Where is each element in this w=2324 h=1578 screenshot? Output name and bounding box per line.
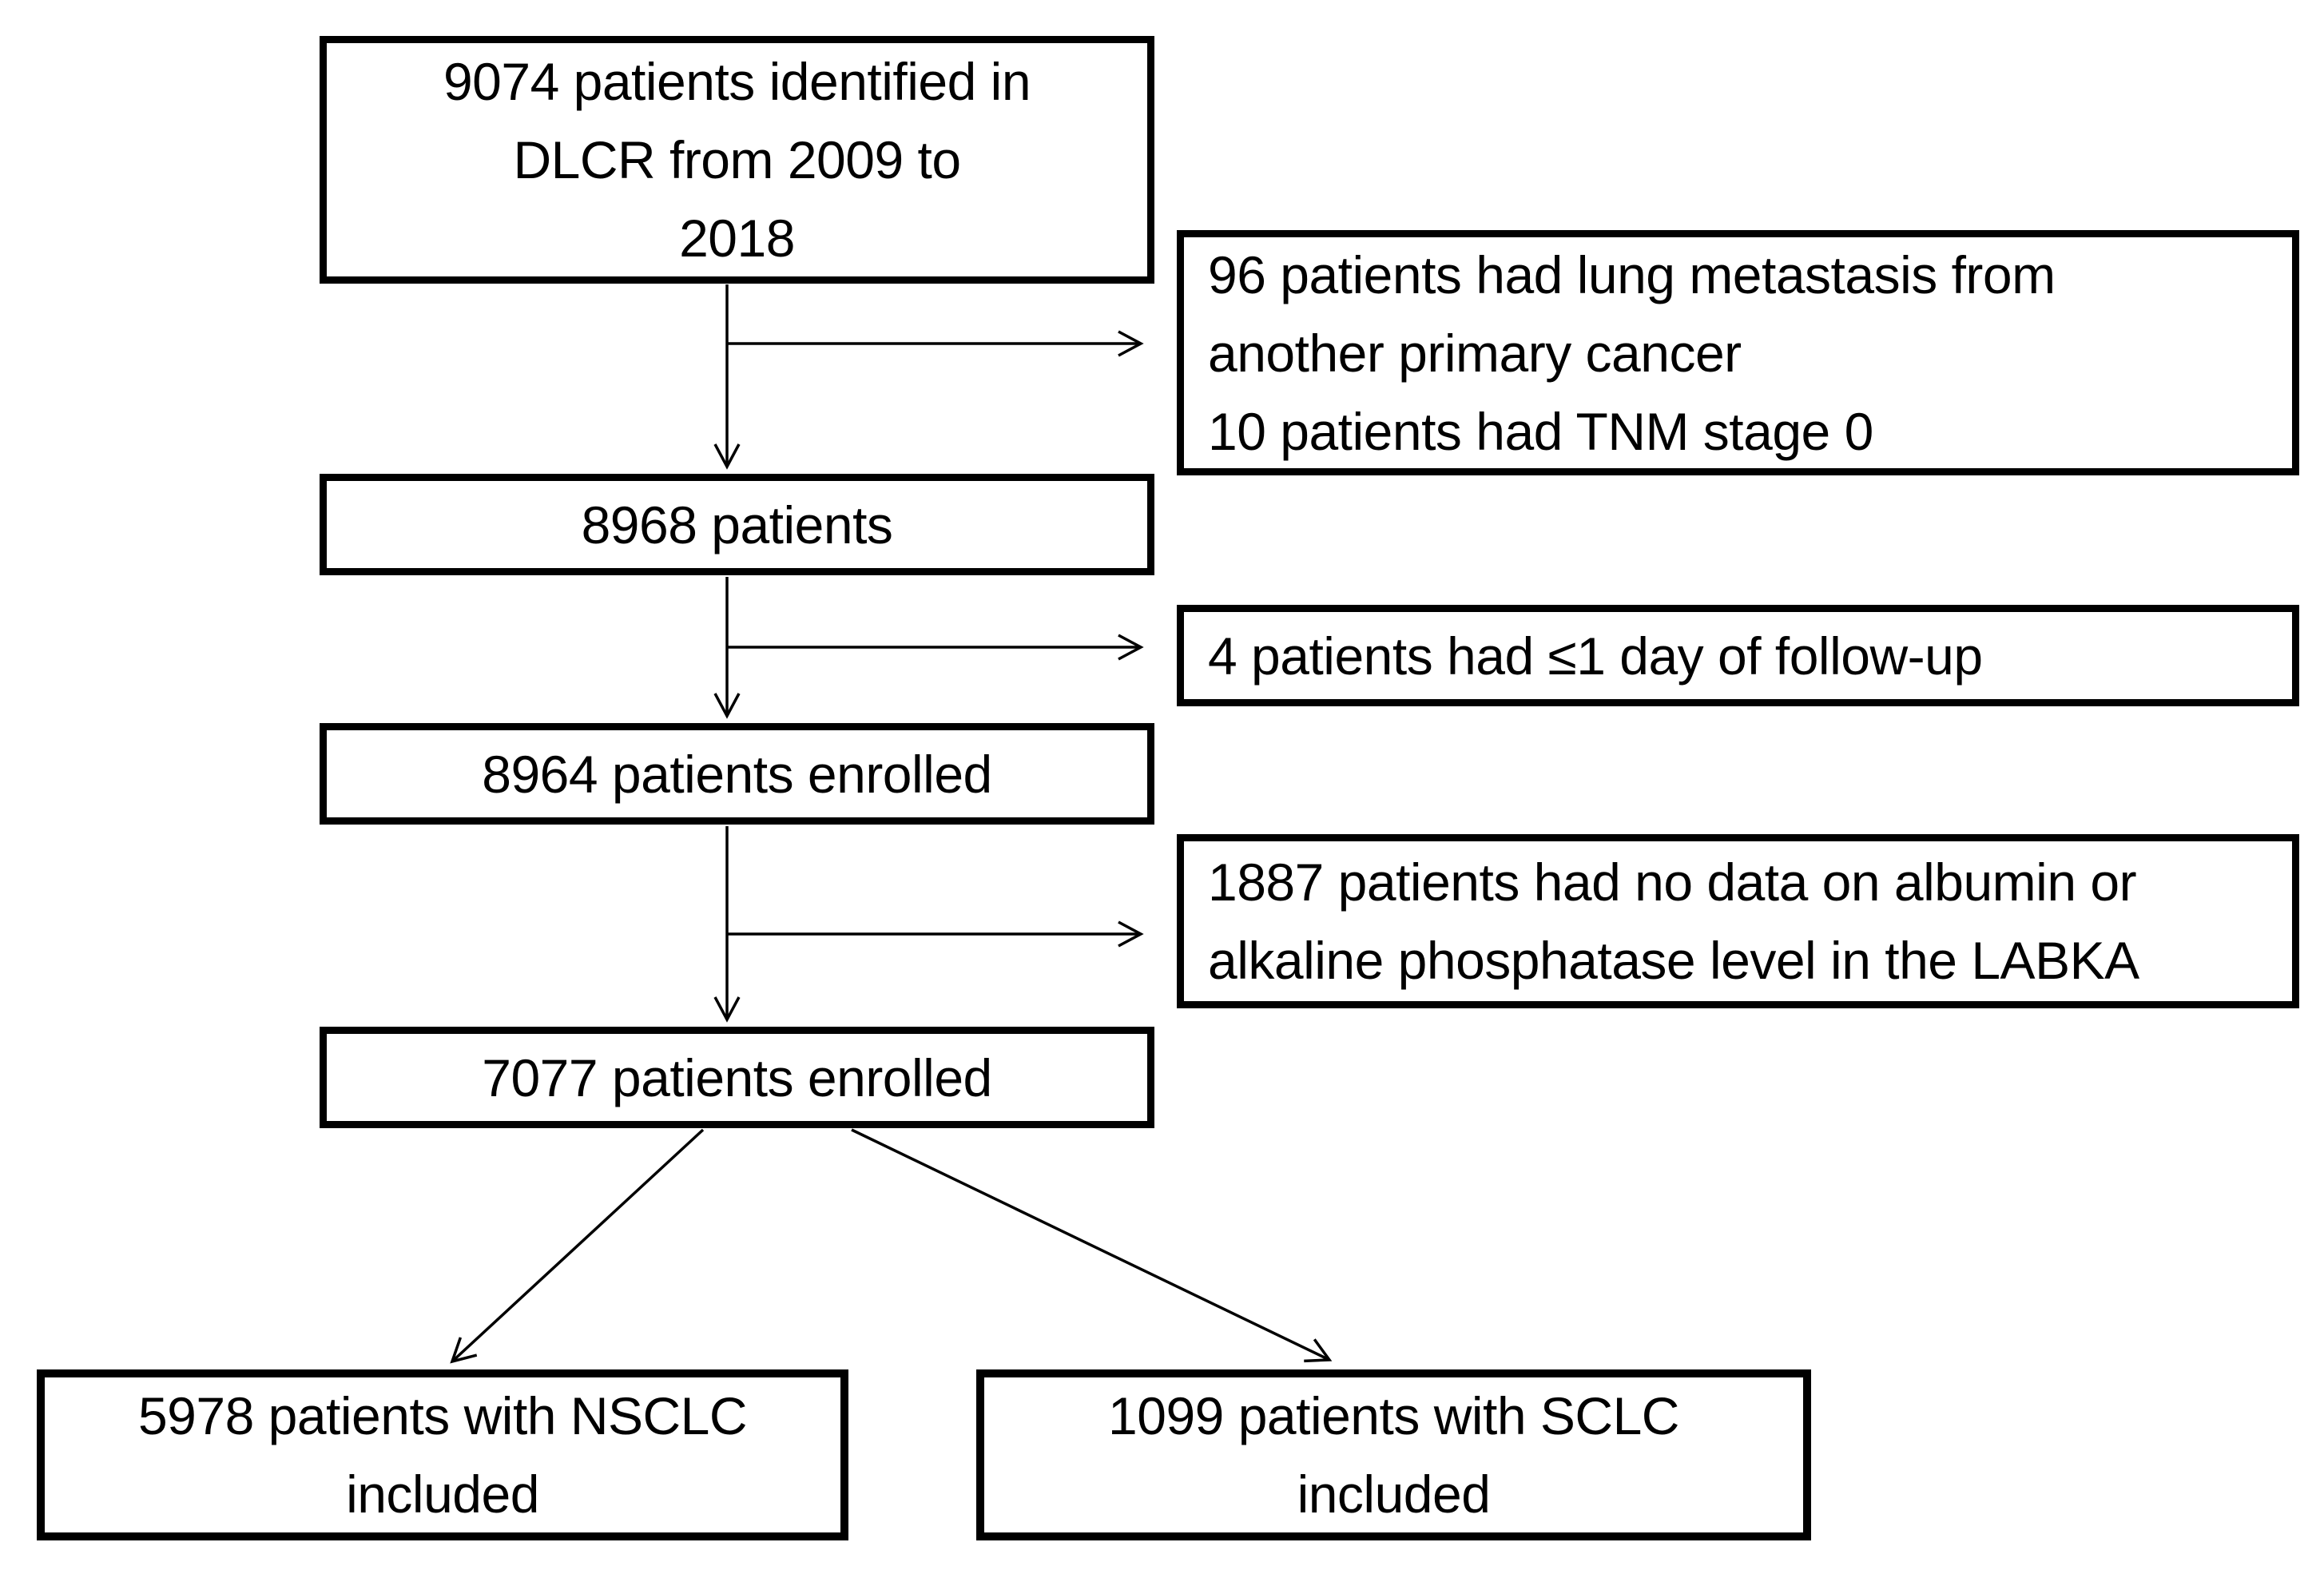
node-excluded-followup-box: 4 patients had ≤1 day of follow-up — [1177, 605, 2299, 706]
node-8968-patients-box: 8968 patients — [320, 474, 1154, 575]
node-excluded-metastasis-text: 96 patients had lung metastasis from ano… — [1208, 244, 2056, 461]
node-excluded-labka-box: 1887 patients had no data on albumin or … — [1177, 834, 2299, 1008]
node-identified-text: 9074 patients identified in DLCR from 20… — [443, 52, 1031, 268]
node-8964-enrolled-box: 8964 patients enrolled — [320, 723, 1154, 825]
node-nsclc-included-text: 5978 patients with NSCLC included — [137, 1386, 748, 1524]
connector-7077-to-nsclc — [450, 1128, 705, 1364]
node-sclc-included-text: 1099 patients with SCLC included — [1108, 1386, 1679, 1524]
node-7077-enrolled-text: 7077 patients enrolled — [482, 1047, 992, 1107]
node-nsclc-included-box: 5978 patients with NSCLC included — [37, 1369, 848, 1540]
node-8968-patients-text: 8968 patients — [581, 495, 893, 554]
connector-7077-to-sclc — [851, 1128, 1333, 1363]
node-excluded-labka-text: 1887 patients had no data on albumin or … — [1208, 853, 2139, 990]
node-identified-box: 9074 patients identified in DLCR from 20… — [320, 36, 1154, 284]
node-excluded-followup-text: 4 patients had ≤1 day of follow-up — [1208, 626, 1983, 686]
node-8964-enrolled-text: 8964 patients enrolled — [482, 744, 992, 804]
node-7077-enrolled-box: 7077 patients enrolled — [320, 1027, 1154, 1128]
node-sclc-included-box: 1099 patients with SCLC included — [976, 1369, 1811, 1540]
node-excluded-metastasis-box: 96 patients had lung metastasis from ano… — [1177, 230, 2299, 475]
